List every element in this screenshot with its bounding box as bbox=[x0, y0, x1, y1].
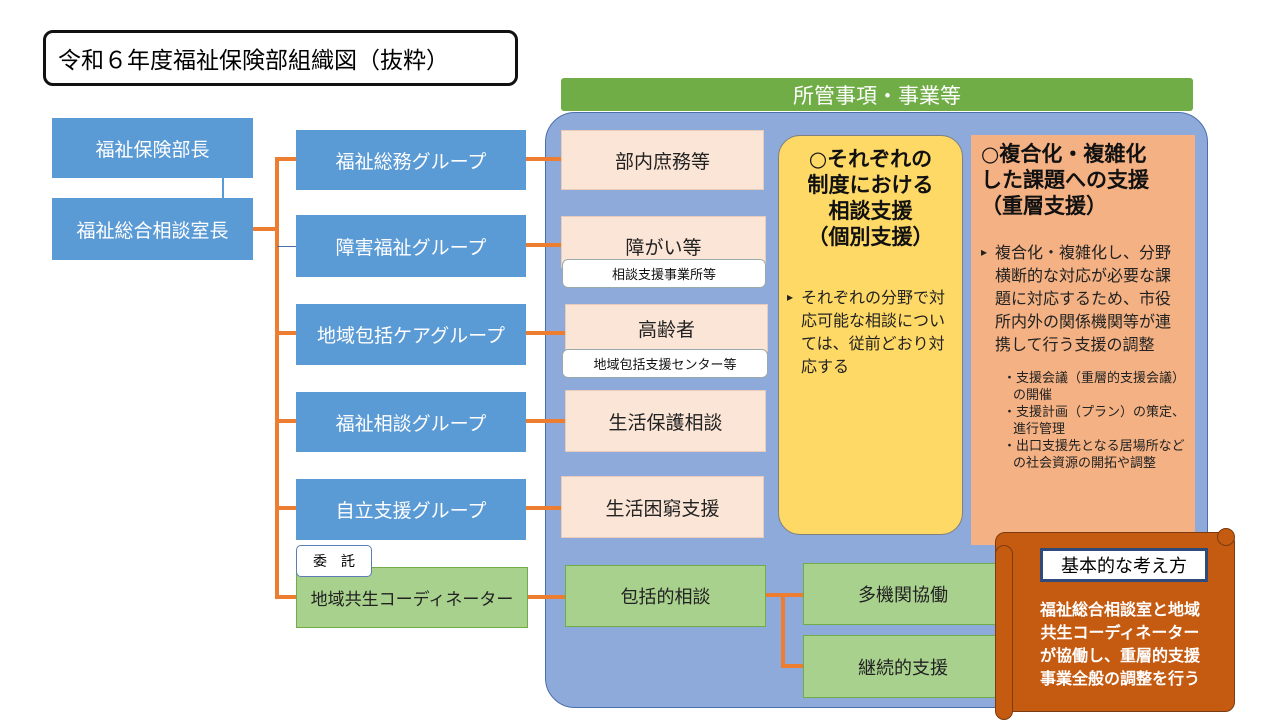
group-general-affairs: 福祉総務グループ bbox=[296, 130, 526, 190]
connector bbox=[526, 506, 561, 510]
connector bbox=[526, 243, 561, 247]
text-line: が協働し、重層的支援 bbox=[1039, 646, 1200, 665]
basic-concept-text: 福祉総合相談室と地域 共生コーディネーター が協働し、重層的支援 事業全般の調整… bbox=[1010, 598, 1230, 690]
connector bbox=[275, 157, 279, 599]
connector bbox=[275, 331, 296, 335]
connector bbox=[275, 419, 296, 423]
duty-box: 生活困窮支援 bbox=[561, 476, 764, 538]
individual-support-heading: ○それぞれの 制度における 相談支援 （個別支援） bbox=[787, 146, 954, 250]
duty-sub-box: 相談支援事業所等 bbox=[562, 259, 766, 288]
connector bbox=[275, 506, 296, 510]
heading-line: ○それぞれの bbox=[808, 147, 933, 171]
basic-concept-label: 基本的な考え方 bbox=[1040, 548, 1208, 582]
heading-line: （個別支援） bbox=[807, 225, 934, 249]
connector bbox=[781, 593, 785, 668]
consignment-label: 委 託 bbox=[296, 545, 372, 577]
multilayer-support-text: 複合化・複雑化し、分野横断的な対応が必要な課題に対応するため、市役所内外の関係機… bbox=[981, 241, 1185, 356]
connector bbox=[526, 157, 561, 161]
heading-line: （重層支援） bbox=[981, 194, 1107, 218]
multilayer-support-box: ○複合化・複雑化 した課題への支援 （重層支援） 複合化・複雑化し、分野横断的な… bbox=[971, 135, 1195, 545]
text-line: 事業全般の調整を行う bbox=[1039, 669, 1200, 688]
consultation-office-head-box: 福祉総合相談室長 bbox=[52, 198, 253, 260]
group-disability: 障害福祉グループ bbox=[296, 215, 526, 277]
heading-line: ○複合化・複雑化 bbox=[981, 142, 1147, 166]
individual-support-text: それぞれの分野で対応可能な相談については、従前どおり対応する bbox=[787, 286, 954, 378]
continuous-support-box: 継続的支援 bbox=[803, 635, 1003, 698]
individual-support-box: ○それぞれの 制度における 相談支援 （個別支援） それぞれの分野で対応可能な相… bbox=[778, 135, 963, 535]
multilayer-support-items: ・支援会議（重層的支援会議）の開催 ・支援計画（プラン）の策定、進行管理 ・出口… bbox=[981, 370, 1185, 472]
heading-line: 制度における bbox=[807, 173, 934, 197]
connector bbox=[528, 595, 565, 599]
coordinator-box: 地域共生コーディネーター bbox=[296, 567, 528, 628]
connector bbox=[781, 664, 803, 668]
group-community-care: 地域包括ケアグループ bbox=[296, 304, 526, 365]
text-line: 福祉総合相談室と地域 bbox=[1039, 600, 1200, 619]
connector bbox=[222, 178, 224, 198]
connector bbox=[526, 331, 565, 335]
multilayer-support-heading: ○複合化・複雑化 した課題への支援 （重層支援） bbox=[981, 141, 1185, 219]
duty-sub-box: 地域包括支援センター等 bbox=[562, 349, 768, 378]
comprehensive-consultation-box: 包括的相談 bbox=[565, 565, 766, 627]
multi-agency-box: 多機関協働 bbox=[803, 563, 1003, 625]
scroll-curl-decoration bbox=[1217, 528, 1235, 546]
group-independence-support: 自立支援グループ bbox=[296, 479, 526, 540]
connector bbox=[253, 227, 277, 231]
connector bbox=[277, 246, 296, 247]
director-box: 福祉保険部長 bbox=[52, 118, 253, 178]
page-title: 令和６年度福祉保険部組織図（抜粋） bbox=[43, 30, 518, 86]
list-item: ・支援計画（プラン）の策定、進行管理 bbox=[1003, 405, 1186, 437]
connector bbox=[275, 157, 296, 161]
group-welfare-consultation: 福祉相談グループ bbox=[296, 392, 526, 452]
duty-box: 高齢者 bbox=[565, 304, 768, 352]
connector bbox=[526, 419, 565, 423]
text-line: 共生コーディネーター bbox=[1040, 623, 1200, 642]
list-item: ・支援会議（重層的支援会議）の開催 bbox=[1003, 371, 1186, 403]
duties-header: 所管事項・事業等 bbox=[561, 78, 1193, 111]
duty-box: 生活保護相談 bbox=[565, 390, 766, 452]
list-item: ・出口支援先となる居場所などの社会資源の開拓や調整 bbox=[1003, 439, 1185, 471]
heading-line: した課題への支援 bbox=[981, 168, 1149, 192]
heading-line: 相談支援 bbox=[828, 199, 913, 223]
connector bbox=[275, 595, 296, 599]
duty-box: 部内庶務等 bbox=[561, 130, 764, 190]
